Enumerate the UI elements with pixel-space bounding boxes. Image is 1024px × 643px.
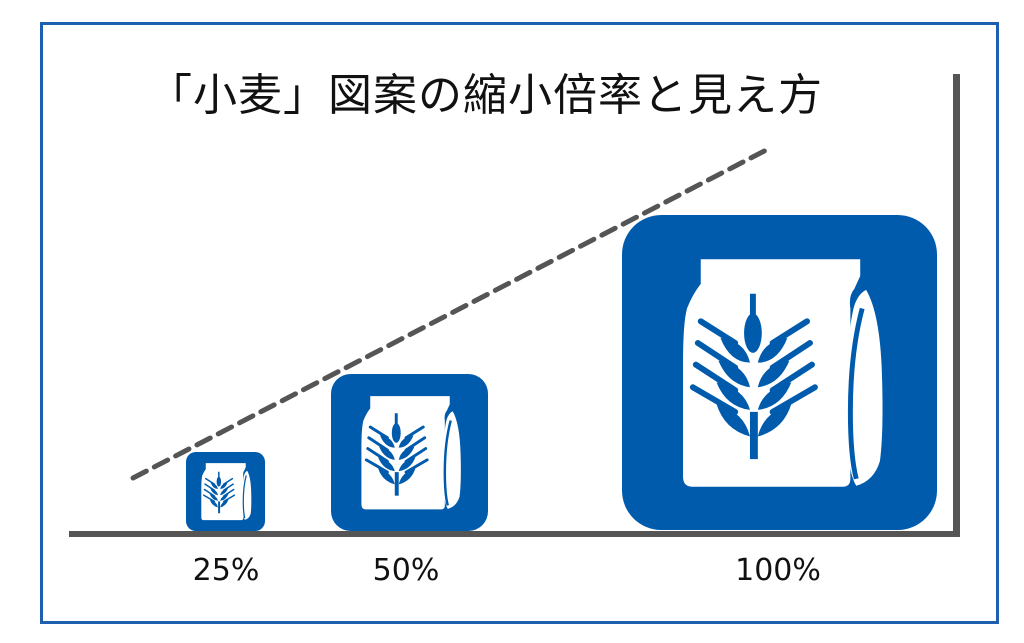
y-axis	[953, 74, 960, 537]
wheat-flour-bag-icon	[186, 452, 265, 531]
scale-label-50: 50%	[372, 553, 440, 588]
x-axis	[69, 531, 960, 537]
diagram-title: 「小麦」図案の縮小倍率と見え方	[148, 70, 823, 121]
wheat-flour-bag-icon	[331, 374, 488, 531]
wheat-flour-bag-icon	[622, 215, 937, 530]
scale-label-100: 100%	[735, 553, 821, 588]
wheat-icon-25-percent	[186, 452, 265, 531]
wheat-icon-50-percent	[331, 374, 488, 531]
wheat-icon-100-percent	[622, 215, 937, 530]
scale-label-25: 25%	[192, 553, 260, 588]
diagram-frame	[40, 22, 999, 624]
